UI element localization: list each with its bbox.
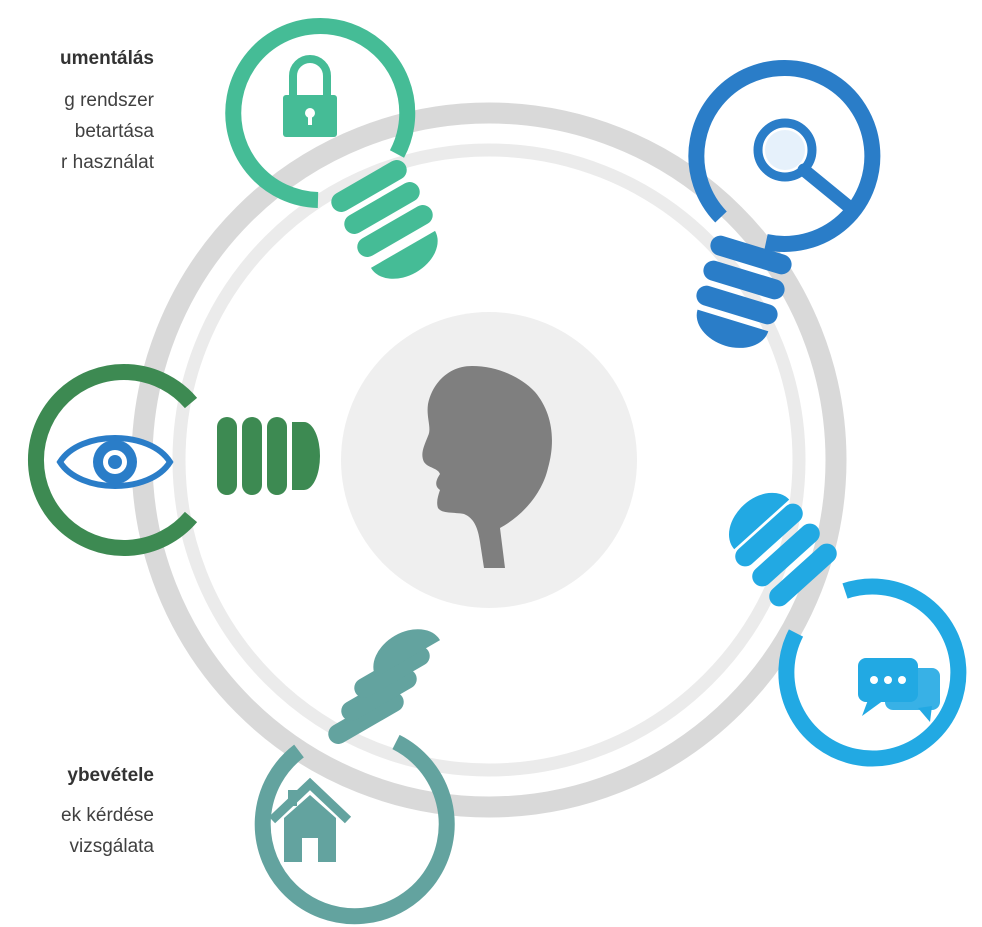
bulb-eye-base-cap bbox=[292, 422, 320, 490]
text-block-top-line-1: g rendszer bbox=[64, 90, 154, 111]
bulb-search-base-3 bbox=[696, 285, 778, 325]
bulb-chat-base-2 bbox=[752, 523, 820, 587]
bulb-eye-ring bbox=[28, 364, 198, 556]
text-block-top-line-3: r használat bbox=[61, 152, 154, 173]
bulb-lock-base-1 bbox=[331, 160, 407, 212]
text-block-bottom-heading: ybevétele bbox=[67, 765, 154, 786]
bulb-home-base-1 bbox=[328, 692, 404, 744]
head-profile-icon bbox=[422, 366, 552, 568]
bulb-eye bbox=[28, 364, 320, 556]
bulb-home-ring bbox=[254, 734, 455, 925]
bulb-home-base-cap bbox=[373, 629, 441, 678]
eye-icon bbox=[56, 435, 174, 489]
bulb-chat-base-3 bbox=[769, 543, 837, 607]
bulb-lock-base-3 bbox=[357, 205, 433, 257]
bulb-lock bbox=[225, 18, 438, 279]
magnifier-icon bbox=[753, 118, 855, 213]
bulb-home-base-2 bbox=[341, 669, 417, 721]
bulb-chat-base-1 bbox=[735, 503, 803, 567]
bulb-home bbox=[254, 629, 455, 925]
chat-bubbles-icon bbox=[858, 658, 940, 722]
text-block-top-heading: umentálás bbox=[60, 48, 154, 69]
bulb-chat-ring bbox=[778, 578, 967, 767]
bulb-search-base-1 bbox=[710, 235, 792, 275]
text-block-bottom-line-2: vizsgálata bbox=[69, 836, 155, 857]
bulb-search-base-cap bbox=[696, 309, 769, 348]
bulb-home-base-3 bbox=[354, 646, 430, 698]
bulb-chat-base-cap bbox=[729, 492, 790, 550]
text-block-bottom-line-1: ek kérdése bbox=[61, 805, 154, 826]
bulb-lock-base-cap bbox=[370, 230, 438, 279]
text-block-top: umentálás g rendszer betartása r használ… bbox=[60, 47, 154, 178]
bulb-lock-base-2 bbox=[344, 182, 420, 234]
bulb-search-ring bbox=[688, 59, 881, 252]
bulb-eye-base-2 bbox=[242, 417, 262, 495]
bulb-search bbox=[688, 59, 881, 348]
bulb-eye-base-1 bbox=[217, 417, 237, 495]
text-block-top-line-2: betartása bbox=[74, 121, 154, 142]
bulb-eye-base-3 bbox=[267, 417, 287, 495]
text-block-bottom: ybevétele ek kérdése vizsgálata bbox=[61, 764, 154, 862]
lock-icon bbox=[283, 55, 337, 137]
bulb-lock-ring bbox=[225, 18, 416, 208]
bulb-chat bbox=[729, 492, 967, 767]
home-icon bbox=[268, 777, 352, 862]
bulb-search-base-2 bbox=[703, 260, 785, 300]
inner-ring bbox=[172, 143, 806, 777]
